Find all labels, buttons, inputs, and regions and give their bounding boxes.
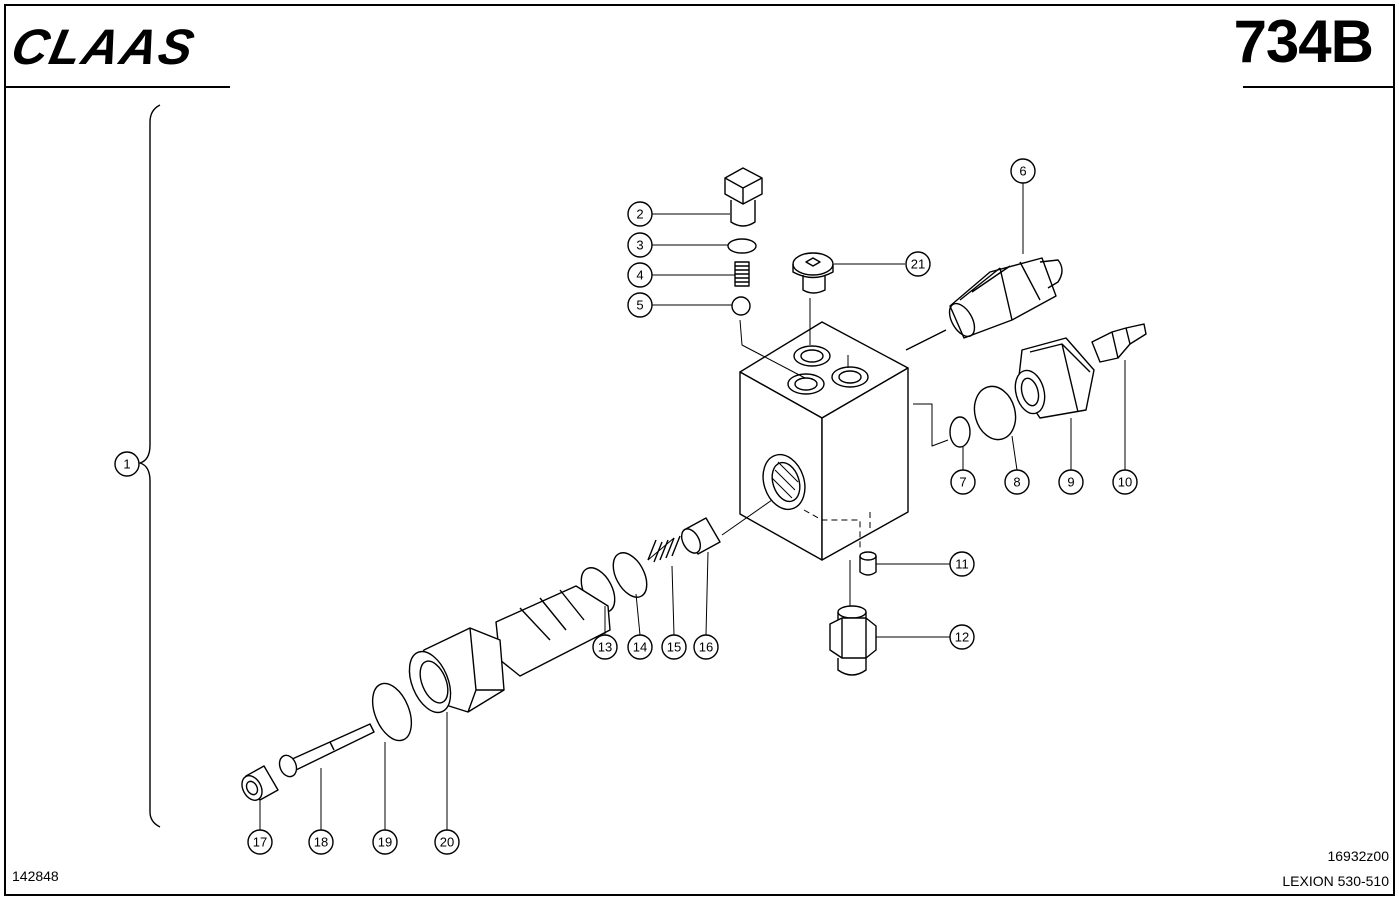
svg-text:13: 13: [598, 640, 612, 655]
callout-16: 16: [693, 634, 719, 660]
callout-5: 5: [627, 292, 653, 318]
svg-text:21: 21: [911, 257, 925, 272]
page-number: 734B: [1233, 8, 1374, 75]
svg-text:5: 5: [636, 298, 643, 313]
svg-text:2: 2: [636, 207, 643, 222]
callout-19: 19: [372, 829, 398, 855]
part-15-spring: [647, 535, 681, 563]
svg-text:14: 14: [633, 640, 647, 655]
header-rule-left: [4, 86, 230, 88]
svg-text:10: 10: [1118, 475, 1132, 490]
svg-text:16: 16: [699, 640, 713, 655]
svg-text:18: 18: [314, 835, 328, 850]
callout-2: 2: [627, 201, 653, 227]
svg-text:12: 12: [955, 630, 969, 645]
drawing-frame: [4, 4, 1395, 896]
part-20-cartridge-valve: [408, 585, 611, 714]
callout-15: 15: [661, 634, 687, 660]
callout-3: 3: [627, 232, 653, 258]
svg-text:19: 19: [378, 835, 392, 850]
part-12-connector: [829, 605, 877, 676]
callout-14: 14: [627, 634, 653, 660]
svg-text:17: 17: [253, 835, 267, 850]
callout-13: 13: [592, 634, 618, 660]
svg-text:6: 6: [1019, 164, 1026, 179]
part-2-hex-bolt: [724, 167, 763, 227]
part-9-hex-fitting: [1014, 337, 1095, 419]
callout-4: 4: [627, 262, 653, 288]
part-11-grub-screw: [859, 551, 877, 576]
part-8-o-ring: [973, 385, 1017, 441]
svg-text:11: 11: [955, 557, 969, 572]
callout-6: 6: [1010, 158, 1036, 184]
svg-text:1: 1: [123, 457, 130, 472]
callout-17: 17: [247, 829, 273, 855]
callout-1: 1: [114, 451, 140, 477]
svg-text:4: 4: [636, 268, 643, 283]
part-10-small-fitting: [1091, 323, 1147, 363]
header-rule-right: [1243, 86, 1395, 88]
part-16-sleeve: [680, 517, 721, 555]
part-17-bushing: [241, 765, 279, 801]
callout-9: 9: [1058, 469, 1084, 495]
svg-text:15: 15: [667, 640, 681, 655]
svg-text:8: 8: [1013, 475, 1020, 490]
svg-text:9: 9: [1067, 475, 1074, 490]
callout-21: 21: [905, 251, 931, 277]
assembly-bracket: [139, 104, 161, 828]
callout-12: 12: [949, 624, 975, 650]
leader-6: [905, 329, 947, 351]
part-21-plug: [792, 252, 834, 294]
claas-logo: CLAAS: [14, 22, 201, 72]
callout-18: 18: [308, 829, 334, 855]
part-18-pin: [278, 723, 375, 778]
figure-code: 16932z00: [1327, 848, 1389, 864]
callout-10: 10: [1112, 469, 1138, 495]
valve-block: [739, 321, 909, 561]
callout-8: 8: [1004, 469, 1030, 495]
model-label: LEXION 530-510: [1282, 873, 1389, 889]
callout-7: 7: [950, 469, 976, 495]
brand-text: CLAAS: [14, 22, 201, 72]
svg-text:20: 20: [440, 835, 454, 850]
part-19-o-ring: [371, 682, 413, 742]
callouts: 1 2 3 4 5 6 7 8 9 10 11 12 13 14 15 16 1…: [114, 158, 1138, 855]
part-5-ball: [731, 296, 751, 316]
part-6-fitting: [948, 257, 1063, 339]
drawing-number: 142848: [12, 868, 59, 884]
callout-11: 11: [949, 551, 975, 577]
part-3-seal-ring: [727, 238, 757, 254]
part-14-o-ring: [612, 552, 648, 598]
svg-text:3: 3: [636, 238, 643, 253]
part-7-snap-ring: [949, 416, 971, 448]
svg-text:7: 7: [959, 475, 966, 490]
part-4-spring: [734, 261, 750, 287]
callout-20: 20: [434, 829, 460, 855]
